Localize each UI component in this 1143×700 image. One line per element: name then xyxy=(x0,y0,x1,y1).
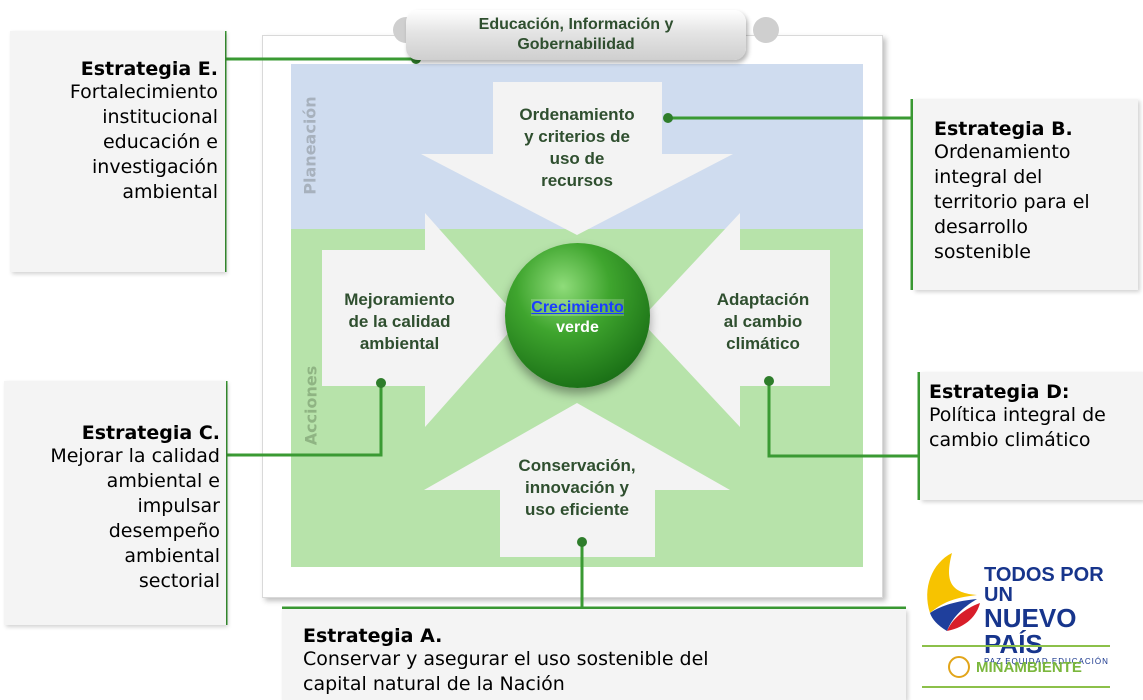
strategy-a-title: Estrategia A. xyxy=(303,625,443,647)
sphere-label: Crecimiento verde xyxy=(505,298,650,338)
top-arrow-line: recursos xyxy=(541,171,613,190)
left-arrow-text: Mejoramiento de la calidad ambiental xyxy=(322,289,477,355)
right-arrow-line: Adaptación xyxy=(716,290,810,309)
logo-divider-bottom xyxy=(922,686,1110,688)
strategy-d-title: Estrategia D: xyxy=(929,381,1070,403)
strategy-a-line: capital natural de la Nación xyxy=(303,673,565,695)
strategy-c-line: Mejorar la calidad xyxy=(50,445,220,467)
top-arrow-line: uso de xyxy=(549,149,605,168)
right-arrow-text: Adaptación al cambio climático xyxy=(688,289,838,355)
top-tab-line2: Gobernabilidad xyxy=(517,36,635,53)
green-growth-word: verde xyxy=(556,319,599,336)
strategy-c-box xyxy=(4,381,226,625)
top-arrow xyxy=(421,82,733,235)
top-arrow-line: y criterios de xyxy=(524,127,630,146)
strategy-e-title: Estrategia E. xyxy=(80,58,218,80)
strategy-b-line: sostenible xyxy=(934,241,1031,263)
strategy-e-line: Fortalecimiento xyxy=(69,81,218,103)
strategy-a: Estrategia A. Conservar y asegurar el us… xyxy=(303,625,903,697)
top-arrow-text: Ordenamiento y criterios de uso de recur… xyxy=(485,104,669,192)
logo-line1: TODOS POR UN xyxy=(984,564,1104,606)
strategy-a-box xyxy=(282,609,906,700)
strategy-c-line: ambiental xyxy=(124,545,220,567)
logo-divider-top xyxy=(922,645,1110,647)
tab-right-ear xyxy=(753,17,779,43)
ministry-seal-icon xyxy=(948,656,970,678)
strategy-e-line: institucional xyxy=(102,106,218,128)
top-arrow-line: Ordenamiento xyxy=(519,105,635,124)
connector-dots xyxy=(376,54,774,547)
strategy-d-line: Política integral de xyxy=(929,404,1106,426)
top-tab-line1: Educación, Información y xyxy=(478,16,674,33)
right-arrow-line: climático xyxy=(726,334,800,353)
green-growth-sphere: Crecimiento verde xyxy=(505,243,650,388)
ministry-mark: MINAMBIENTE xyxy=(948,656,1082,678)
top-tab-text: Educación, Información y Gobernabilidad xyxy=(406,10,746,55)
strategy-e-line: investigación xyxy=(92,156,218,178)
strategy-c-line: ambiental e xyxy=(106,470,220,492)
strategy-d-box xyxy=(920,372,1143,500)
right-arrow-line: al cambio xyxy=(723,312,803,331)
bottom-arrow xyxy=(424,403,730,557)
strategy-e-box xyxy=(10,31,225,272)
strategy-e-line: educación e xyxy=(102,131,218,153)
strategy-b-title: Estrategia B. xyxy=(934,118,1073,140)
bottom-arrow-line: Conservación, xyxy=(518,456,636,475)
bottom-arrow-line: uso eficiente xyxy=(525,500,629,519)
strategy-d: Estrategia D: Política integral de cambi… xyxy=(929,381,1143,453)
logo-tagline: PAZ EQUIDAD EDUCACIÓN xyxy=(984,657,1109,666)
bottom-arrow-text: Conservación, innovación y uso eficiente xyxy=(492,455,662,521)
bottom-arrow-line: innovación y xyxy=(525,478,629,497)
logo-line2: NUEVO PAÍS xyxy=(984,603,1077,659)
top-tab: Educación, Información y Gobernabilidad xyxy=(406,10,746,60)
colombia-flag-icon xyxy=(927,553,980,631)
left-arrow-line: Mejoramiento xyxy=(344,290,455,309)
strategy-c-line: impulsar xyxy=(137,495,220,517)
connector-lines xyxy=(223,31,921,625)
strategy-b-line: desarrollo xyxy=(934,216,1028,238)
strategy-e: Estrategia E. Fortalecimiento institucio… xyxy=(10,58,218,205)
green-growth-link[interactable]: Crecimiento xyxy=(531,299,624,316)
strategy-d-line: cambio climático xyxy=(929,429,1091,451)
strategy-c-line: sectorial xyxy=(138,570,220,592)
left-arrow xyxy=(322,213,520,427)
logo-wordmark: TODOS POR UN NUEVO PAÍS PAZ EQUIDAD EDUC… xyxy=(984,565,1138,666)
logo-area: TODOS POR UN NUEVO PAÍS PAZ EQUIDAD EDUC… xyxy=(918,548,1138,698)
strategy-e-line: ambiental xyxy=(122,181,218,203)
ministry-name: MINAMBIENTE xyxy=(976,658,1082,676)
strategy-b-box xyxy=(913,99,1138,290)
strategy-b-line: integral del xyxy=(934,166,1043,188)
strategy-c-line: desempeño xyxy=(108,520,220,542)
strategy-b: Estrategia B. Ordenamiento integral del … xyxy=(934,118,1139,265)
strategy-c: Estrategia C. Mejorar la calidad ambient… xyxy=(4,422,220,594)
strategy-c-title: Estrategia C. xyxy=(81,422,220,444)
left-arrow-line: de la calidad xyxy=(348,312,451,331)
strategy-a-line: Conservar y asegurar el uso sostenible d… xyxy=(303,648,709,670)
strategy-b-line: Ordenamiento xyxy=(934,141,1071,163)
strategy-b-line: territorio para el xyxy=(934,191,1090,213)
left-arrow-line: ambiental xyxy=(359,334,440,353)
right-arrow xyxy=(640,213,830,427)
